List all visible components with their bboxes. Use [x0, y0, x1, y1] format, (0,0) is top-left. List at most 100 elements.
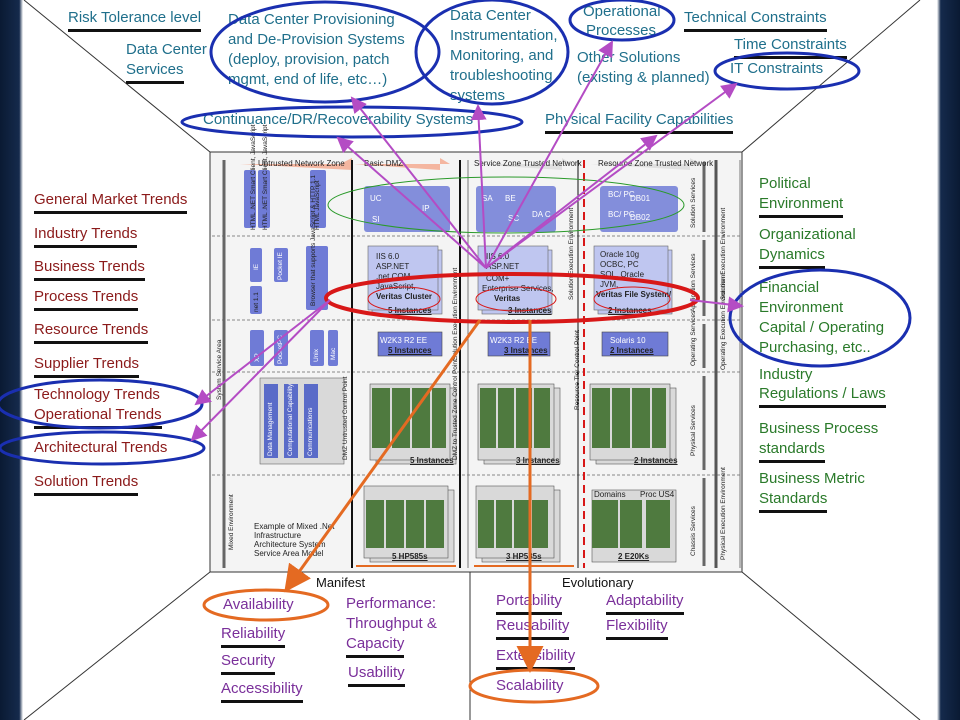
provisioning-line-4: mgmt, end of life, etc…): [228, 71, 388, 88]
zone-resource-label: Resource Zone Trusted Network: [598, 159, 714, 168]
os3-label: Solaris 10: [610, 336, 646, 345]
phys1-instances: 5 Instances: [410, 456, 454, 465]
left-trend-7: Technology Trends: [34, 386, 160, 403]
node-sc: SC: [508, 214, 520, 223]
chassis-domains: Domains: [594, 490, 626, 499]
os1-label: W2K3 R2 EE: [380, 336, 428, 345]
right-service-4: Physical Services: [690, 405, 697, 456]
right-env-2: Operating Execution Environment: [720, 272, 727, 370]
right-bms-1: Business Metric: [759, 470, 865, 487]
control-point-2: DMZ to Trusted Zone Control Point: [452, 359, 459, 460]
example-line-2: Infrastructure: [254, 531, 302, 540]
provisioning-line-3: (deploy, provision, patch: [228, 51, 390, 68]
left-trend-1: General Market Trends: [34, 191, 188, 214]
example-line-4: Service Area Model: [254, 549, 324, 558]
app1-iis: IIS 6.0: [376, 252, 400, 261]
quality-availability: Availability: [223, 596, 294, 613]
node-db02: DB02: [630, 213, 651, 222]
right-service-5: Chassis Services: [690, 506, 697, 556]
control-point-1: DMZ Untrusted Control Point: [342, 376, 349, 460]
mixed-environment-label: Mixed Environment: [228, 494, 235, 550]
app1-aspnet: ASP.NET: [376, 262, 410, 271]
client-label-8: XP: [254, 353, 261, 362]
right-org-1: Organizational: [759, 226, 856, 243]
client-label-4: IE: [253, 263, 260, 270]
app3-veritas-fs: Veritas File System/: [596, 290, 672, 299]
quality-accessibility: Accessibility: [221, 680, 303, 703]
app1-netcom: .net COM: [376, 272, 411, 281]
app2-aspnet: ASP.NET: [486, 262, 520, 271]
app3-instances: 2 Instances: [608, 306, 652, 315]
control-point-4: Solution Execution Environment: [568, 207, 575, 300]
quality-flexibility: Flexibility: [606, 617, 668, 640]
app2-enterprise: Enterprise Services,: [482, 284, 554, 293]
zone-untrusted-label: Untrusted Network Zone: [258, 159, 345, 168]
evolutionary-label: Evolutionary: [562, 575, 634, 590]
right-reg-2: Regulations / Laws: [759, 385, 886, 408]
example-line-1: Example of Mixed .Net: [254, 522, 335, 531]
it-constraints-label: IT Constraints: [730, 60, 824, 77]
provisioning-line-1: Data Center Provisioning: [228, 11, 395, 28]
node-dac: DA C: [532, 210, 551, 219]
instrumentation-line-2: Instrumentation,: [450, 27, 558, 44]
operational-processes-line-1: Operational: [583, 3, 661, 20]
phys2-instances: 3 Instances: [516, 456, 560, 465]
provisioning-line-2: and De-Provision Systems: [228, 31, 405, 48]
right-reg-1: Industry: [759, 366, 813, 383]
node-si: SI: [372, 215, 380, 224]
os2-label: W2K3 R2 EE: [490, 336, 538, 345]
quality-scalability: Scalability: [496, 677, 564, 694]
client-label-1: HTML .NET Smart Client, JavaScript: [250, 124, 257, 230]
right-org-2: Dynamics: [759, 246, 825, 269]
zone-service-label: Service Zone Trusted Network: [474, 159, 582, 168]
right-bps-2: standards: [759, 440, 825, 463]
right-political-1: Political: [759, 175, 811, 192]
left-trend-4: Process Trends: [34, 288, 139, 311]
chassis3-label: 2 E20Ks: [618, 552, 650, 561]
node-sa: SA: [482, 194, 493, 203]
left-trend-2: Industry Trends: [34, 225, 138, 248]
client-label-9: PocketPC: [277, 335, 284, 364]
example-line-3: Architecture System: [254, 540, 326, 549]
client-label-6: Browser that supports JavaScript & HTTP …: [310, 174, 317, 306]
dc-services-line-1: Data Center: [126, 41, 207, 58]
mgmt-label-2: Computational Capability: [287, 383, 294, 456]
left-trend-8: Operational Trends: [34, 406, 162, 429]
right-bms-2: Standards: [759, 490, 828, 513]
client-label-10: Unix: [313, 348, 320, 362]
control-point-5: Resource Tier Control Point: [574, 330, 581, 410]
app3-oracle: Oracle 10g: [600, 250, 640, 259]
app3-sql: SQL, Oracle: [600, 270, 645, 279]
node-db01: DB01: [630, 194, 651, 203]
app2-veritas: Veritas: [494, 294, 521, 303]
app1-veritas: Veritas Cluster: [376, 292, 433, 301]
node-uc: UC: [370, 194, 382, 203]
right-political-2: Environment: [759, 195, 844, 218]
phys3-instances: 2 Instances: [634, 456, 678, 465]
continuance-label: Continuance/DR/Recoverability Systems: [203, 111, 474, 128]
quality-portability: Portability: [496, 592, 562, 615]
quality-performance-3: Capacity: [346, 635, 405, 658]
mgmt-label-3: Communications: [307, 407, 314, 456]
chassis-proc: Proc US4: [640, 490, 675, 499]
right-fin-2: Environment: [759, 299, 844, 316]
quality-usability: Usability: [348, 664, 405, 687]
chassis1-label: 5 HP585s: [392, 552, 428, 561]
client-label-7: net 1.1: [253, 292, 260, 312]
left-trend-9: Architectural Trends: [34, 439, 168, 456]
right-fin-1: Financial: [759, 279, 820, 296]
app1-javascript: JavaScript,: [376, 282, 416, 291]
instrumentation-line-4: troubleshooting: [450, 67, 553, 84]
right-fin-4: Purchasing, etc..: [759, 339, 871, 356]
instrumentation-line-1: Data Center: [450, 7, 531, 24]
app1-instances: 5 Instances: [388, 306, 432, 315]
instrumentation-line-5: systems: [450, 87, 506, 104]
right-env-3: Physical Execution Environment: [720, 467, 727, 560]
left-trend-3: Business Trends: [34, 258, 145, 281]
quality-reliability: Reliability: [221, 625, 286, 648]
technical-constraints-label: Technical Constraints: [684, 9, 827, 32]
os3-instances: 2 Instances: [610, 346, 654, 355]
other-solutions-line-1: Other Solutions: [577, 49, 681, 66]
node-be: BE: [505, 194, 516, 203]
